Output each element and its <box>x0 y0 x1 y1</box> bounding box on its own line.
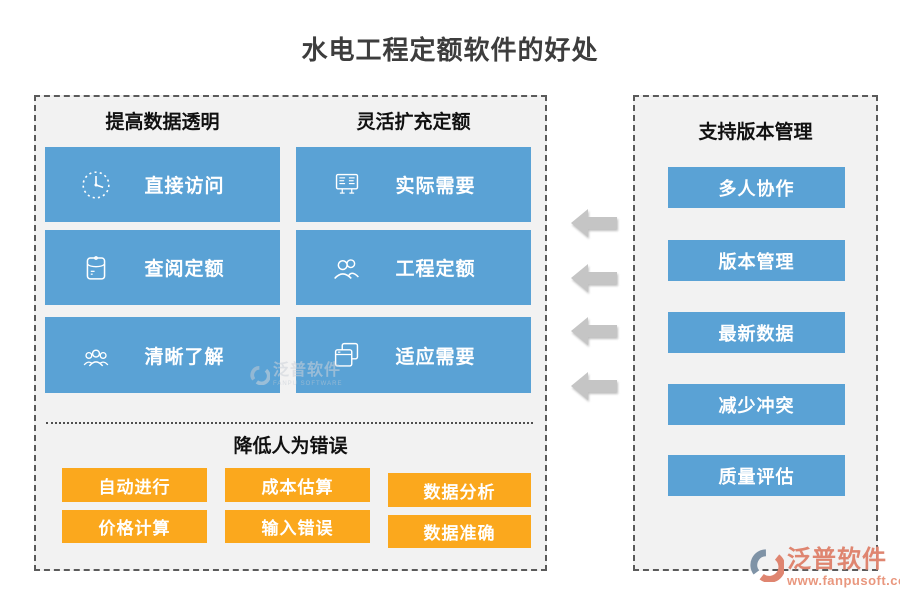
fanpu-logo-icon <box>750 549 784 582</box>
item-version-management: 版本管理 <box>668 240 845 281</box>
section-header-reduce-errors: 降低人为错误 <box>233 436 348 457</box>
panel-header-version-management: 支持版本管理 <box>698 122 813 143</box>
arrow-left-icon <box>571 317 617 345</box>
card-label: 查阅定额 <box>144 259 225 280</box>
arrow-left-icon <box>571 264 617 292</box>
item-quality-assessment: 质量评估 <box>668 455 845 496</box>
fanpu-brand-logo: 泛普软件 www.fanpusoft.com <box>750 548 900 587</box>
column-header-data-transparency: 提高数据透明 <box>105 112 220 133</box>
card-clear-understanding: 清晰了解 <box>45 317 280 393</box>
people-group-icon <box>77 336 115 374</box>
card-direct-access: 直接访问 <box>45 147 280 222</box>
card-actual-needs: 实际需要 <box>296 147 531 222</box>
chip-data-analysis: 数据分析 <box>388 473 531 507</box>
benefits-panel: 提高数据透明 灵活扩充定额 直接访问 查阅定额 <box>34 95 547 571</box>
chip-data-accuracy: 数据准确 <box>388 515 531 548</box>
item-multi-collaboration: 多人协作 <box>668 167 845 208</box>
list-board-icon <box>328 166 366 204</box>
overlap-windows-icon <box>328 336 366 374</box>
chip-price-calculation: 价格计算 <box>62 510 207 543</box>
card-label: 适应需要 <box>395 346 476 368</box>
card-label: 直接访问 <box>144 176 225 197</box>
card-label: 工程定额 <box>395 259 476 280</box>
version-management-panel: 支持版本管理 多人协作 版本管理 最新数据 减少冲突 质量评估 <box>633 95 878 571</box>
arrow-left-icon <box>571 209 617 237</box>
section-divider <box>46 422 533 424</box>
card-label: 实际需要 <box>395 176 476 197</box>
card-project-quota: 工程定额 <box>296 230 531 305</box>
chip-cost-estimate: 成本估算 <box>225 468 370 502</box>
card-label: 清晰了解 <box>144 346 225 368</box>
arrow-left-icon <box>571 372 617 400</box>
page-title: 水电工程定额软件的好处 <box>301 35 599 65</box>
brand-url: www.fanpusoft.com <box>787 573 900 588</box>
brand-name: 泛普软件 <box>787 546 887 573</box>
two-people-icon <box>328 249 366 287</box>
card-view-quota: 查阅定额 <box>45 230 280 305</box>
item-reduce-conflict: 减少冲突 <box>668 384 845 425</box>
chip-input-error: 输入错误 <box>225 510 370 543</box>
column-header-flexible-quota: 灵活扩充定额 <box>356 112 471 133</box>
chip-auto-process: 自动进行 <box>62 468 207 502</box>
card-adapt-needs: 适应需要 <box>296 317 531 393</box>
document-pouch-icon <box>77 249 115 287</box>
item-latest-data: 最新数据 <box>668 312 845 353</box>
clock-icon <box>77 166 115 204</box>
